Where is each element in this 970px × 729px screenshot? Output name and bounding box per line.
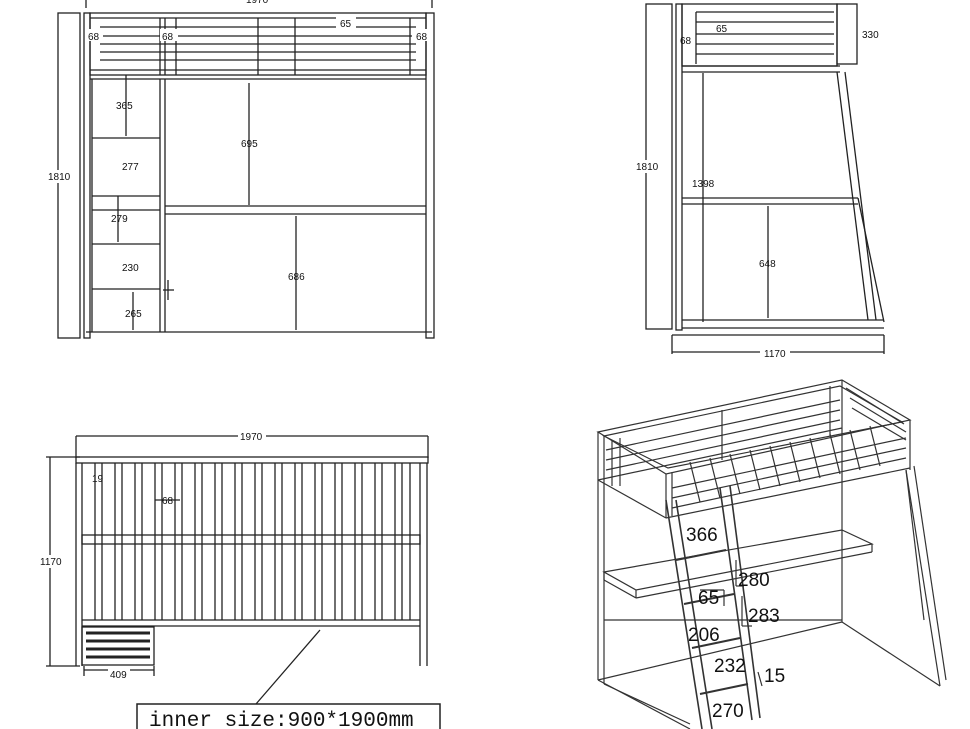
iso-dim-1: 366 [686, 525, 718, 546]
iso-view [596, 379, 947, 729]
top-view-slats [94, 463, 411, 620]
top-view-labels: 1970 1170 19 68 409 inner size:900*1900m… [38, 430, 441, 729]
iso-view-labels: 366 280 65 283 206 232 15 270 [686, 525, 785, 722]
side-rail-left-label: 68 [680, 36, 692, 47]
top-slat-gap-label: 68 [162, 496, 174, 507]
iso-dim-3: 65 [698, 588, 719, 609]
iso-dim-5: 206 [688, 625, 720, 646]
iso-dim-7: 15 [764, 666, 785, 687]
side-height-label: 1810 [636, 162, 659, 173]
front-rail-mid-label: 68 [162, 32, 174, 43]
front-width-label: 1970 [246, 0, 269, 6]
side-view [645, 3, 885, 354]
front-rail-gap-label: 65 [340, 19, 352, 30]
front-step-3-label: 279 [111, 214, 128, 225]
front-step-5-label: 265 [125, 309, 142, 320]
iso-dim-6: 232 [714, 656, 746, 677]
front-step-4-label: 230 [122, 263, 139, 274]
front-rail-left-label: 68 [88, 32, 100, 43]
front-view-labels: 1970 1810 68 68 65 68 365 277 279 230 26… [46, 0, 432, 320]
front-step-1-label: 365 [116, 101, 133, 112]
iso-dim-8: 270 [712, 701, 744, 722]
iso-dim-2: 280 [738, 570, 770, 591]
top-edge-label: 19 [92, 474, 104, 485]
front-lower-opening-label: 686 [288, 272, 305, 283]
iso-dim-4: 283 [748, 606, 780, 627]
top-width-label: 1170 [40, 557, 62, 568]
inner-size-note: inner size:900*1900mm [149, 710, 414, 729]
front-rail-right-label: 68 [416, 32, 428, 43]
front-step-2-label: 277 [122, 162, 139, 173]
front-height-label: 1810 [48, 172, 71, 183]
side-clearance-label: 1398 [692, 179, 715, 190]
front-view [57, 0, 435, 339]
side-rail-height-label: 330 [862, 30, 879, 41]
front-upper-opening-label: 695 [241, 139, 258, 150]
side-desk-height-label: 648 [759, 259, 776, 270]
side-rail-gap-label: 65 [716, 24, 728, 35]
top-view [46, 435, 429, 705]
inner-size-note-box [136, 703, 441, 729]
side-view-labels: 68 65 330 1810 1398 648 1170 [634, 24, 882, 360]
top-ladder-width-label: 409 [110, 670, 127, 681]
side-depth-label: 1170 [764, 349, 786, 360]
top-length-label: 1970 [240, 432, 263, 443]
